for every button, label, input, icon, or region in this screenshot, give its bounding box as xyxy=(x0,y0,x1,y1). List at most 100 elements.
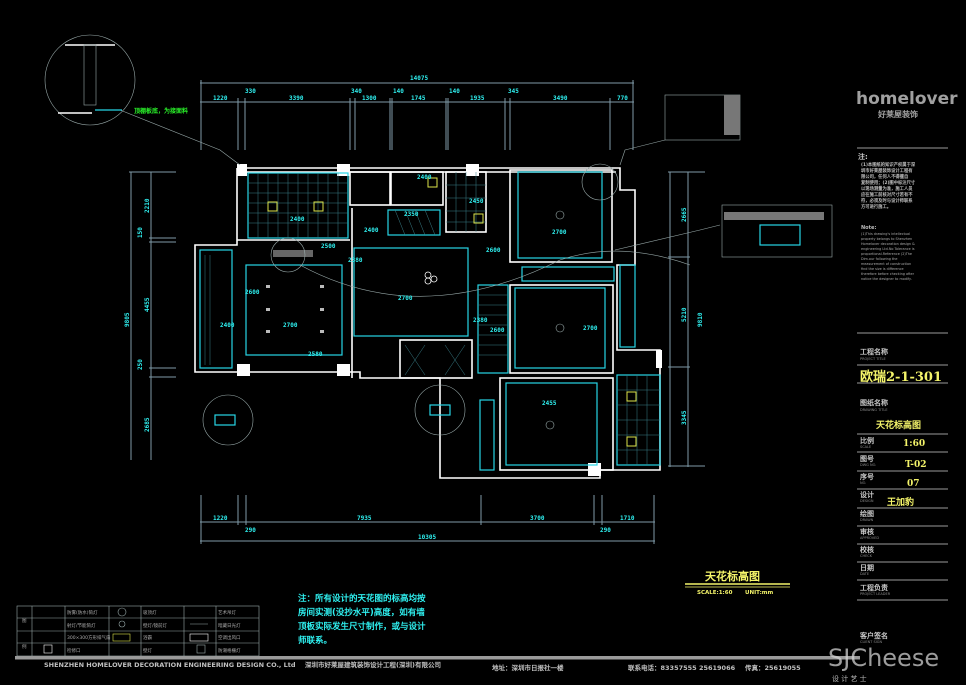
footer-band xyxy=(15,656,860,660)
note-line: 复制使用；(2)图中标注尺寸 xyxy=(860,179,916,186)
dim: 290 xyxy=(600,527,611,534)
note-line: 师联系。 xyxy=(298,635,332,646)
dim: 3345 xyxy=(681,410,688,425)
note-line: 方可进行施工。 xyxy=(861,203,891,210)
elevation-label: 2700 xyxy=(283,322,298,329)
legend-item: 300×300方形排气扇 xyxy=(67,634,111,641)
tb-sublabel: DATE xyxy=(860,572,869,576)
dim: 2665 xyxy=(681,207,688,222)
elevation-label: 2580 xyxy=(308,351,323,358)
dim: 290 xyxy=(245,527,256,534)
note-line: 应在施工前核对尺寸若有不 xyxy=(861,191,913,198)
elevation-label: 2380 xyxy=(473,317,488,324)
legend-item: 检修口 xyxy=(67,647,81,654)
tb-label: 客户签名 xyxy=(859,631,888,640)
note-line: Dim.our following the xyxy=(861,257,898,261)
tb-sublabel: PROJECT TITLE xyxy=(860,357,886,361)
dim: 1935 xyxy=(470,95,485,102)
dim-overall: 9805 xyxy=(124,312,131,327)
elevation-label: 2350 xyxy=(404,211,419,218)
note-line: engineering Ltd.No Tolerance is xyxy=(861,247,915,251)
elevation-label: 2450 xyxy=(469,198,484,205)
dim-overall: 9810 xyxy=(697,312,704,327)
left-dimensions: 2210 150 4455 250 2685 9805 xyxy=(124,171,176,460)
bottom-dimensions: 1220 7935 3700 1710 290 290 10305 xyxy=(200,495,655,544)
elevation-label: 2455 xyxy=(542,400,557,407)
note-line: 圳市好莱屋装饰设计工程有 xyxy=(861,167,913,174)
note-line: (1)This drawing's intellectual xyxy=(861,232,910,236)
legend-item: 浴霸 xyxy=(143,634,152,641)
dim: 1745 xyxy=(411,95,426,102)
company-logo-cn: 好莱屋装饰 xyxy=(877,109,918,119)
tb-sublabel: DRAWING TITLE xyxy=(860,408,888,412)
scale-value: 1:60 xyxy=(903,439,925,449)
note-line: proportional.Reference (2)The xyxy=(861,252,912,256)
tb-label: 图纸名称 xyxy=(860,398,888,407)
elevation-label: 2400 xyxy=(220,322,235,329)
sequence-number: 07 xyxy=(907,479,920,489)
note-line: notice the designer to modify. xyxy=(861,277,912,281)
company-name-en: SHENZHEN HOMELOVER DECORATION ENGINEERIN… xyxy=(44,661,296,669)
dim: 1300 xyxy=(362,95,377,102)
note-line: therefore before checking after xyxy=(861,272,915,276)
note-line: find the size is difference xyxy=(861,267,904,271)
elevation-label: 2400 xyxy=(417,174,432,181)
dim: 770 xyxy=(617,95,628,102)
tb-label: 序号 xyxy=(859,472,874,481)
elevation-label: 2600 xyxy=(245,289,260,296)
floor-plan xyxy=(119,109,721,479)
ceiling-elevations: 2400 2400 2450 2350 2400 2500 2380 2600 … xyxy=(220,174,598,407)
elevation-label: 2600 xyxy=(486,247,501,254)
dim: 3700 xyxy=(530,515,545,522)
elevation-label: 2700 xyxy=(552,229,567,236)
drawing-title-text: 天花标高图 xyxy=(705,569,760,583)
dim: 3390 xyxy=(289,95,304,102)
elevation-label: 2600 xyxy=(490,327,505,334)
legend-item: 暗藏日光灯 xyxy=(218,622,241,629)
elevation-label: 2500 xyxy=(321,243,336,250)
company-logo: homelover xyxy=(856,89,958,109)
fax: 传真：25619055 xyxy=(744,663,801,672)
elevation-label: 2700 xyxy=(583,325,598,332)
drawing-unit: UNIT:mm xyxy=(745,590,773,596)
tb-sublabel: DESIGN xyxy=(860,499,874,503)
designer-name: 王加豹 xyxy=(887,496,914,508)
dim: 330 xyxy=(245,88,256,95)
note-line: 符，必须及时与设计师联系 xyxy=(861,197,913,204)
tb-sublabel: CHECK xyxy=(860,554,873,558)
tb-sublabel: APPROVED xyxy=(860,536,879,540)
note-line: 以现场测量为准，施工人员 xyxy=(861,185,913,192)
note-en-heading: Note: xyxy=(861,225,876,231)
tb-label: 审核 xyxy=(860,527,874,536)
legend-item: 壁灯/镜前灯 xyxy=(143,622,168,629)
watermark: SJCheese xyxy=(828,644,939,672)
dim: 3490 xyxy=(553,95,568,102)
general-note: 注：所有设计的天花图的标高均按 房间实测(没抄水平)高度，如有墙 顶板实际发生尺… xyxy=(298,593,426,646)
legend-item: 壁灯 xyxy=(143,647,152,654)
dim: 2685 xyxy=(144,417,151,432)
legend-item: 防潮格栅灯 xyxy=(218,647,241,654)
dim: 140 xyxy=(449,88,460,95)
tb-sublabel: NO. xyxy=(860,481,866,485)
tb-sublabel: PROJECT LEADER xyxy=(860,592,891,596)
tb-label: 绘图 xyxy=(860,509,874,518)
dim-overall: 14075 xyxy=(410,75,428,82)
drawing-title: 天花标高图 SCALE:1:60 UNIT:mm xyxy=(685,569,790,596)
tb-sublabel: DWG NO. xyxy=(860,463,876,467)
note-heading: 注: xyxy=(858,152,868,161)
dim: 4455 xyxy=(144,297,151,312)
tb-label: 工程负责 xyxy=(860,583,888,592)
dim: 250 xyxy=(137,359,144,370)
note-line: 顶板实际发生尺寸制作，或与设计 xyxy=(298,621,426,632)
drawing-number: T-02 xyxy=(905,460,926,470)
watermark-sub: 设 计 艺 士 xyxy=(832,674,867,683)
legend-item: 艺术吊灯 xyxy=(218,609,236,616)
drawing-title-value: 天花标高图 xyxy=(876,419,921,431)
legend-item: 防雾(防水)筒灯 xyxy=(67,609,98,616)
tb-sublabel: DRAWN xyxy=(860,518,874,522)
dim: 7935 xyxy=(357,515,372,522)
note-line: 限公司，任何人不得擅自 xyxy=(861,173,908,180)
legend-item: 吸顶灯 xyxy=(143,609,157,616)
detail-callout-label: 顶棚板底，为接面料 xyxy=(134,107,188,115)
note-line: 注：所有设计的天花图的标高均按 xyxy=(298,593,426,604)
